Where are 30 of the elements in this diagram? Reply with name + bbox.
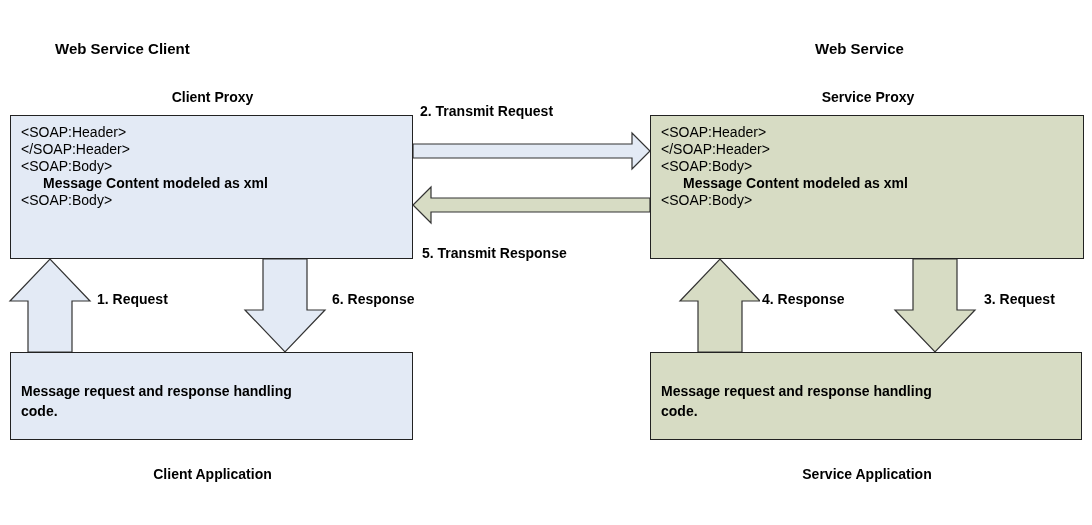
block-arrow	[412, 131, 651, 171]
message-text: Message request and response handling code.	[661, 382, 933, 421]
edge-label: 6. Response	[330, 291, 417, 307]
node-heading: Client Proxy	[170, 89, 255, 105]
xml-tag-text: <SOAP:Header>	[21, 124, 127, 141]
xml-tag-text: <SOAP:Header>	[661, 124, 767, 141]
xml-tag-text: </SOAP:Header>	[21, 141, 130, 158]
message-text: Message request and response handling code.	[21, 382, 293, 421]
block-arrow	[678, 258, 762, 353]
block-arrow	[412, 185, 651, 225]
edge-label: 2. Transmit Request	[418, 103, 556, 119]
block-arrow	[893, 258, 977, 353]
xml-tag-text: </SOAP:Header>	[661, 141, 770, 158]
xml-tag-text: <SOAP:Body>	[661, 158, 753, 175]
xml-tag-text: <SOAP:Body>	[661, 192, 753, 209]
block-arrow	[243, 258, 327, 353]
message-text: Message Content modeled as xml	[43, 175, 268, 192]
node-caption: Service Application	[801, 466, 933, 482]
edge-label: 4. Response	[760, 291, 847, 307]
xml-tag-text: <SOAP:Body>	[21, 158, 113, 175]
edge-label: 3. Request	[982, 291, 1057, 307]
node-caption: Client Application	[152, 466, 273, 482]
xml-tag-text: <SOAP:Body>	[21, 192, 113, 209]
section-title: Web Service	[815, 40, 904, 57]
section-title: Web Service Client	[55, 40, 190, 57]
block-arrow	[8, 258, 92, 353]
edge-label: 1. Request	[95, 291, 170, 307]
node-heading: Service Proxy	[820, 89, 916, 105]
edge-label: 5. Transmit Response	[420, 245, 569, 261]
message-text: Message Content modeled as xml	[683, 175, 908, 192]
